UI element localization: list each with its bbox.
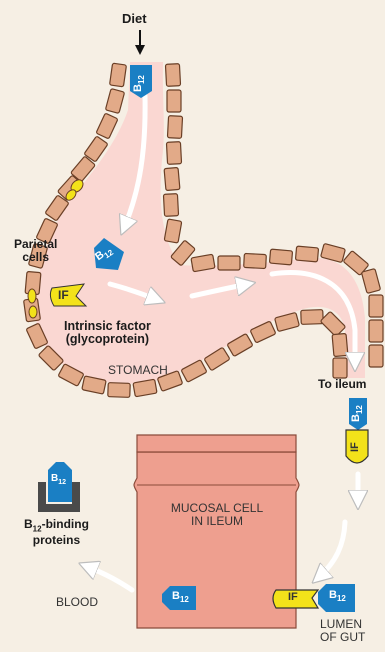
- parietal-line-2: cells: [14, 251, 57, 264]
- if-badge-text: IF: [288, 592, 298, 604]
- b12-badge-text: B12: [133, 75, 147, 92]
- if-badge-text: IF: [58, 289, 69, 302]
- flow-arrow-icon: [318, 522, 345, 578]
- mucosal-line-2: IN ILEUM: [148, 515, 286, 528]
- b12-badge-text: B12: [329, 590, 346, 604]
- binding-line-2: proteins: [24, 534, 89, 547]
- b12-badge-text: B12: [51, 474, 66, 486]
- binding-line-1: B12-binding: [24, 518, 89, 534]
- if-badge-text: IF: [350, 442, 362, 452]
- lumen-of-gut-label: LUMEN OF GUT: [320, 618, 365, 643]
- parietal-cells-label: Parietal cells: [14, 238, 57, 263]
- stomach-label: STOMACH: [108, 364, 168, 377]
- flow-arrow-icon: [86, 566, 132, 590]
- b12-binding-proteins-label: B12-binding proteins: [24, 518, 89, 546]
- parietal-line-1: Parietal: [14, 238, 57, 251]
- intrinsic-factor-label: Intrinsic factor (glycoprotein): [64, 320, 151, 346]
- binding-protein-cup-icon: [38, 462, 80, 512]
- mucosal-cell-label: MUCOSAL CELL IN ILEUM: [148, 502, 286, 527]
- b12-badge-text: B12: [172, 591, 189, 605]
- lumen-line-2: OF GUT: [320, 631, 365, 644]
- diet-label: Diet: [122, 12, 147, 26]
- intrinsic-factor-line-2: (glycoprotein): [64, 333, 151, 346]
- to-ileum-label: To ileum: [318, 378, 366, 391]
- b12-badge-text: B12: [351, 405, 365, 422]
- lumen-line-1: LUMEN: [320, 618, 365, 631]
- mucosal-line-1: MUCOSAL CELL: [148, 502, 286, 515]
- blood-label: BLOOD: [56, 596, 98, 609]
